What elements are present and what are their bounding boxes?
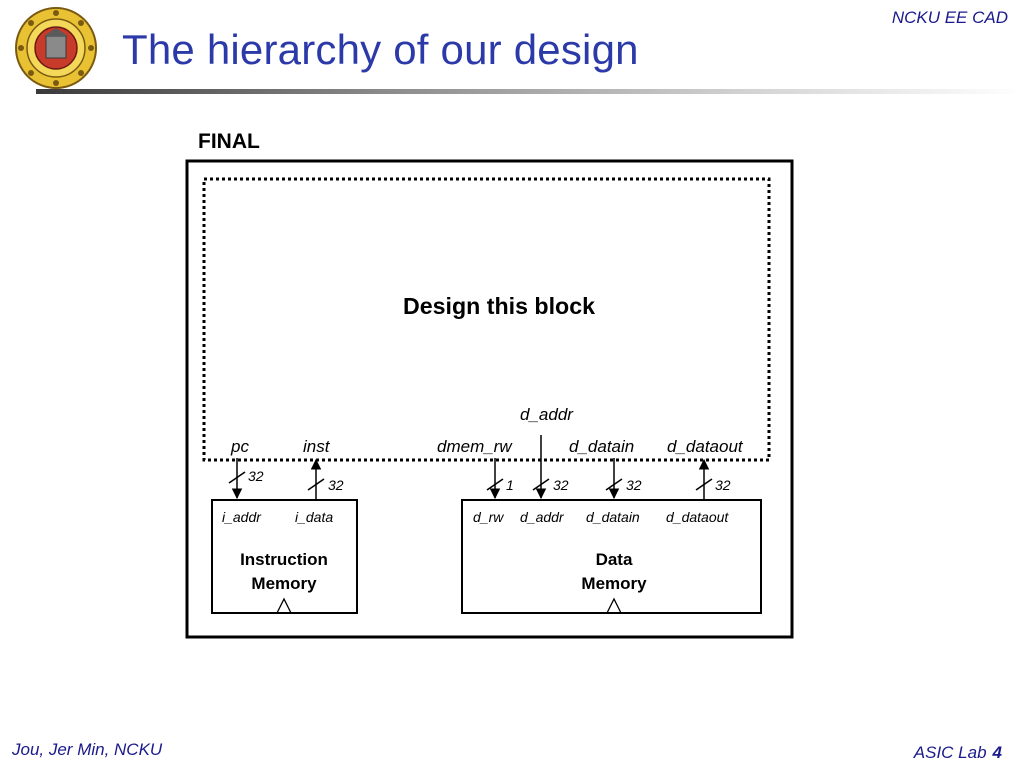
title-rule: [36, 89, 1024, 94]
footer-lab: ASIC Lab 4: [914, 743, 1002, 763]
bus-slash-d-addr: [532, 478, 550, 491]
org-label: NCKU EE CAD: [891, 8, 1008, 27]
bus-slash-d-datain: [605, 478, 623, 491]
instruction-memory-name-1: Instruction: [240, 550, 328, 569]
final-label: FINAL: [198, 130, 260, 153]
width-d-dataout: 32: [715, 477, 731, 493]
signal-pc: pc: [230, 437, 249, 456]
bus-slash-inst: [307, 478, 325, 491]
data-memory-name-2: Memory: [581, 574, 647, 593]
signal-dmem-rw: dmem_rw: [437, 437, 513, 456]
port-d-addr: d_addr: [520, 509, 565, 525]
signal-inst: inst: [303, 437, 331, 456]
bus-slash-d-dataout: [695, 478, 713, 491]
port-d-rw: d_rw: [473, 509, 504, 525]
footer-author: Jou, Jer Min, NCKU: [12, 740, 163, 759]
width-pc: 32: [248, 468, 264, 484]
data-memory-name-1: Data: [596, 550, 633, 569]
signal-d-dataout: d_dataout: [667, 437, 744, 456]
instruction-memory-name-2: Memory: [251, 574, 317, 593]
clock-symbol-data-memory: [606, 597, 622, 614]
design-block-label: Design this block: [403, 293, 595, 319]
port-i-data: i_data: [295, 509, 333, 525]
bus-slash-pc: [228, 471, 246, 484]
width-d-datain: 32: [626, 477, 642, 493]
page-title: The hierarchy of our design: [122, 26, 639, 73]
port-d-dataout: d_dataout: [666, 509, 729, 525]
port-i-addr: i_addr: [222, 509, 262, 525]
signal-d-addr: d_addr: [520, 405, 574, 424]
footer-lab-name: ASIC Lab: [913, 743, 987, 762]
page-number: 4: [992, 743, 1002, 762]
width-d-addr: 32: [553, 477, 569, 493]
clock-symbol-instruction-memory: [276, 597, 292, 614]
width-inst: 32: [328, 477, 344, 493]
width-dmem-rw: 1: [506, 477, 514, 493]
ncku-logo: [15, 7, 97, 89]
signal-d-datain: d_datain: [569, 437, 634, 456]
instruction-memory-block: [211, 499, 358, 614]
data-memory-block: [461, 499, 762, 614]
design-block: [202, 177, 771, 462]
bus-slash-dmem-rw: [486, 478, 504, 491]
port-d-datain: d_datain: [586, 509, 640, 525]
final-block: [185, 159, 794, 639]
